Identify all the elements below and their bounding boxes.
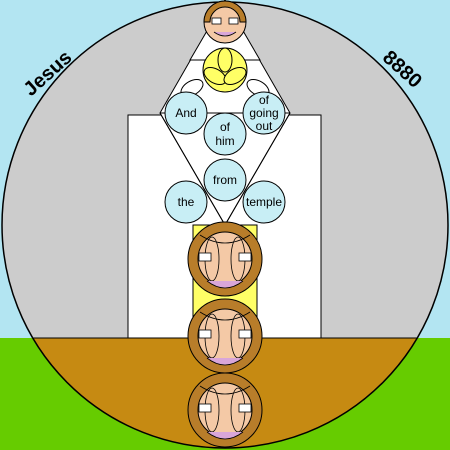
- word-circle-the: [164, 180, 208, 224]
- word-circle-temple: [242, 180, 286, 224]
- word-circle-and: [164, 91, 208, 135]
- stacked-figure: [187, 298, 263, 374]
- word-from: from: [213, 173, 237, 187]
- word-temple: temple: [246, 195, 282, 209]
- top-figure: [203, 0, 247, 44]
- word-circles: [164, 91, 286, 224]
- figure-stack: [187, 221, 263, 448]
- stacked-figure: [187, 372, 263, 448]
- word-going-line-3: out: [256, 119, 273, 133]
- word-of-him-line-2: him: [215, 134, 234, 148]
- flower-circle: [202, 47, 248, 93]
- word-going-line-1: of: [259, 93, 270, 107]
- stacked-figure: [187, 221, 263, 297]
- word-and: And: [175, 106, 196, 120]
- word-going-line-2: going: [249, 106, 278, 120]
- word-the: the: [178, 195, 195, 209]
- word-circle-of-going-out: [242, 91, 286, 135]
- word-circle-of-him: [203, 112, 247, 156]
- word-of-him-line-1: of: [220, 120, 231, 134]
- word-circle-from: [203, 158, 247, 202]
